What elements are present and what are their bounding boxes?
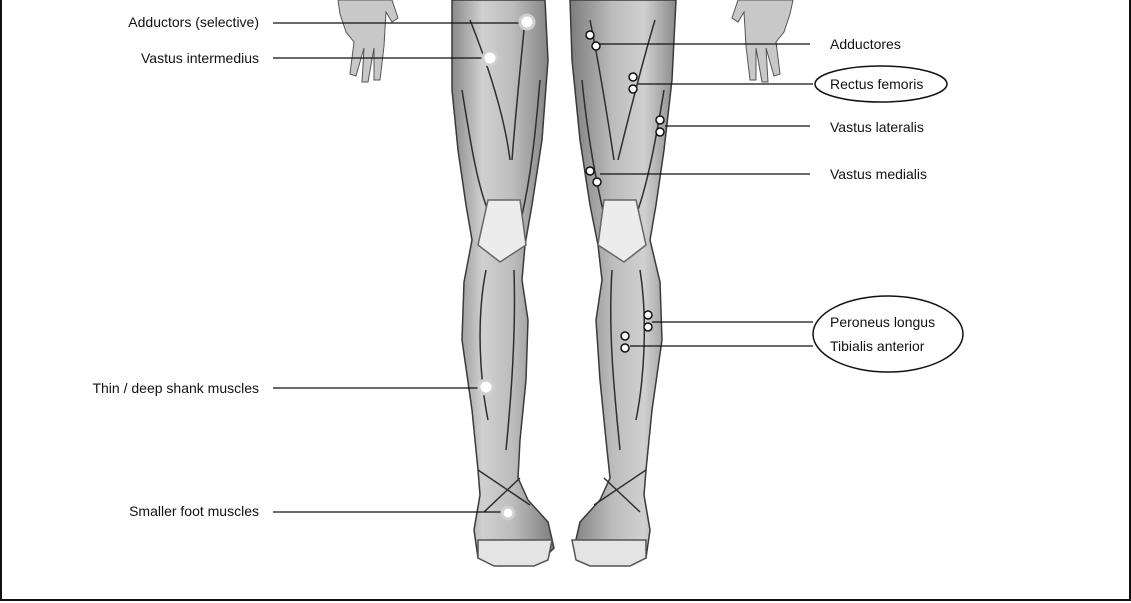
marker-peroneus-longus-2 [644,323,652,331]
label-adductors-selective: Adductors (selective) [128,14,259,30]
marker-vastus-medialis-1 [586,167,594,175]
marker-tibialis-anterior-1 [621,332,629,340]
marker-peroneus-longus-1 [644,311,652,319]
right-hand [732,0,793,82]
label-vastus-intermedius: Vastus intermedius [141,50,259,66]
label-tibialis-anterior: Tibialis anterior [830,338,924,354]
marker-tibialis-anterior-2 [621,344,629,352]
marker-smaller-foot [502,507,514,519]
label-rectus-femoris: Rectus femoris [830,76,923,92]
marker-thin-deep-shank [479,380,493,394]
marker-adductores-1 [586,31,594,39]
label-vastus-medialis: Vastus medialis [830,166,927,182]
highlight-peroneus-tibialis [813,296,963,372]
label-smaller-foot-muscles: Smaller foot muscles [129,503,259,519]
marker-vastus-medialis-2 [593,178,601,186]
left-hand [338,0,398,82]
right-leg [570,0,676,566]
marker-rectus-femoris-1 [629,73,637,81]
marker-vastus-intermedius [483,51,497,65]
label-vastus-lateralis: Vastus lateralis [830,119,924,135]
left-leg [452,0,554,566]
marker-vastus-lateralis-1 [656,116,664,124]
marker-rectus-femoris-2 [629,85,637,93]
label-adductores: Adductores [830,36,901,52]
marker-adductors-selective [520,15,534,29]
marker-adductores-2 [592,42,600,50]
label-thin-deep-shank-muscles: Thin / deep shank muscles [92,380,259,396]
label-peroneus-longus: Peroneus longus [830,314,935,330]
marker-vastus-lateralis-2 [656,128,664,136]
